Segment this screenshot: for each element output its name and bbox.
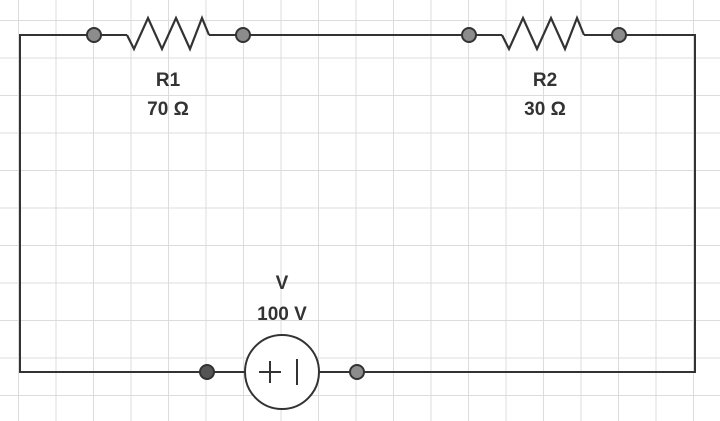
r1-name-label: R1 — [156, 70, 181, 91]
wires — [19, 34, 696, 373]
resistor-r2-zigzag — [501, 15, 586, 52]
source-name-label: V — [276, 273, 289, 294]
resistor-r2[interactable]: R2 30 Ω — [461, 15, 627, 120]
wire-right-side — [357, 34, 696, 373]
r2-terminal-left[interactable] — [461, 27, 477, 43]
voltage-source[interactable]: V 100 V — [199, 273, 365, 410]
r2-name-label: R2 — [533, 70, 557, 91]
r1-terminal-right[interactable] — [235, 27, 251, 43]
voltage-source-body — [244, 334, 320, 410]
r2-value-label: 30 Ω — [524, 99, 566, 120]
resistor-r1[interactable]: R1 70 Ω — [86, 15, 251, 120]
r1-value-label: 70 Ω — [147, 99, 189, 120]
resistor-r1-zigzag — [126, 15, 211, 52]
source-terminal-right[interactable] — [349, 364, 365, 380]
r1-terminal-left[interactable] — [86, 27, 102, 43]
wire-top-left — [19, 34, 207, 373]
source-value-label: 100 V — [257, 304, 307, 325]
r2-terminal-right[interactable] — [611, 27, 627, 43]
source-terminal-left[interactable] — [199, 364, 215, 380]
